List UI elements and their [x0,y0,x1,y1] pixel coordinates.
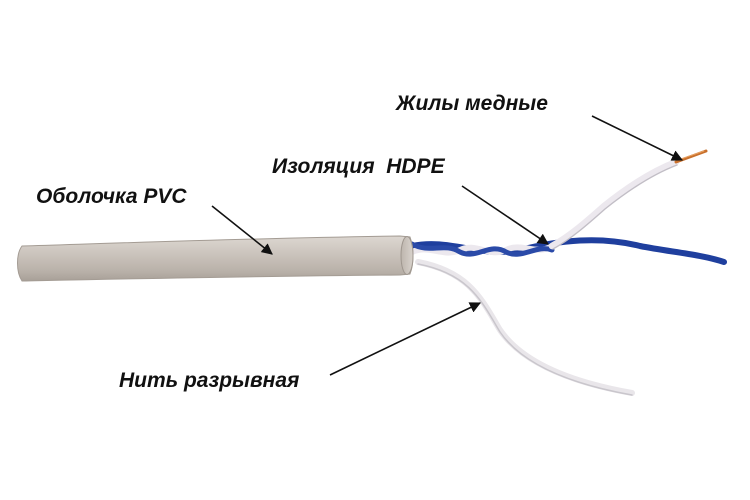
sheath-cut-end [400,236,414,275]
copper-core [674,149,708,164]
white-wire-shade [552,164,678,250]
label-rip-cord: Нить разрывная [119,369,300,392]
rip-cord [415,259,635,396]
arrow-sheath [211,205,273,255]
label-insulation-hdpe: Изоляция HDPE [272,155,445,178]
arrow-copper-cores [591,115,684,161]
white-wire [548,158,680,250]
twisted-blue-segment [409,241,555,257]
arrow-insulation [461,185,549,245]
rip-cord-shade [417,263,633,396]
label-copper-cores: Жилы медные [396,92,548,115]
copper-core-highlight [677,150,705,161]
label-sheath-pvc: Оболочка PVC [36,185,187,208]
pvc-sheath [17,235,414,282]
arrow-rip-cord [329,302,482,376]
